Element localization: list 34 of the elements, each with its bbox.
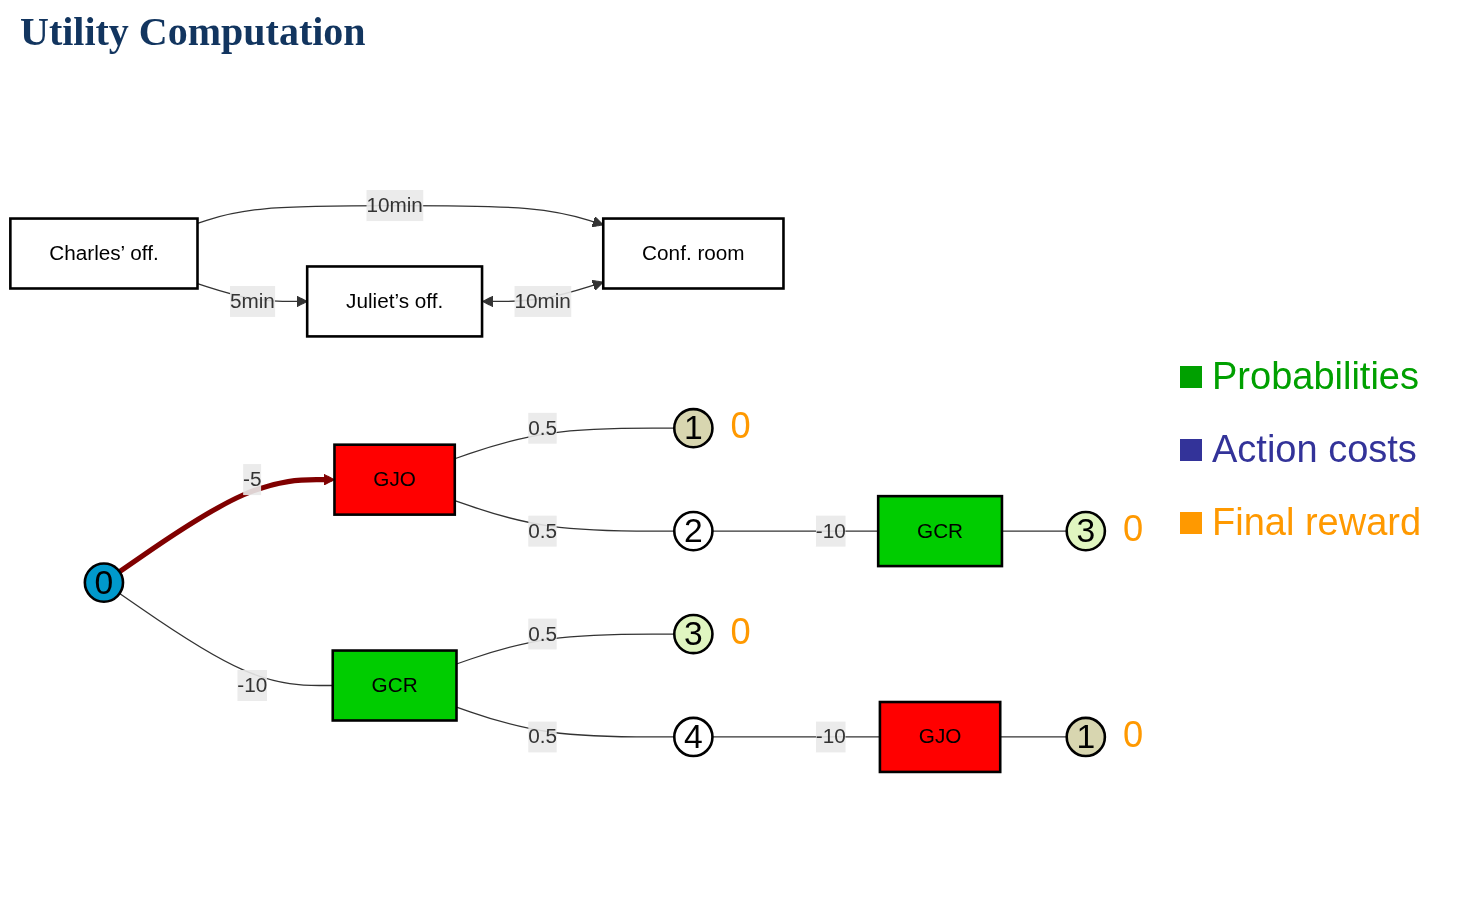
- title: Utility Computation: [20, 8, 367, 55]
- edge-label: 5min: [229, 289, 275, 312]
- node-circle: 2: [673, 510, 714, 552]
- edge-label: 0.5: [528, 416, 558, 439]
- edge-label: -5: [243, 468, 262, 491]
- edge-label: -10: [815, 519, 846, 542]
- node-circle: 1: [673, 407, 714, 449]
- node-circle: 0: [83, 562, 125, 603]
- arrow: [118, 473, 335, 574]
- node-circle: 3: [1065, 510, 1107, 552]
- legend-text: Action costs: [1212, 428, 1417, 471]
- node-circle: 1: [1065, 716, 1107, 758]
- node-box: Juliet’s off.: [305, 265, 484, 338]
- node-box: Conf. room: [601, 217, 785, 290]
- legend-text: Final reward: [1212, 501, 1422, 544]
- node-box: GCR: [331, 649, 458, 722]
- reward-value: 0: [730, 404, 751, 446]
- node-circle: 3: [673, 613, 714, 655]
- node-box: Charles’ off.: [9, 217, 199, 290]
- node-box: GCR: [876, 494, 1004, 568]
- reward-value: 0: [1123, 507, 1144, 549]
- edge-label: 10min: [514, 289, 571, 312]
- edge-label: -10: [237, 673, 268, 696]
- node-circle: 4: [673, 716, 714, 758]
- edge-label: -10: [815, 725, 846, 748]
- node-box: GJO: [333, 443, 457, 516]
- edge-label: 10min: [366, 193, 423, 216]
- edge-label: 0.5: [528, 622, 558, 645]
- edge-label: 0.5: [528, 519, 558, 542]
- legend-text: Probabilities: [1212, 355, 1419, 398]
- node-box: GJO: [878, 700, 1002, 774]
- edge-label: 0.5: [528, 725, 558, 748]
- reward-value: 0: [1123, 713, 1144, 755]
- reward-value: 0: [730, 610, 751, 652]
